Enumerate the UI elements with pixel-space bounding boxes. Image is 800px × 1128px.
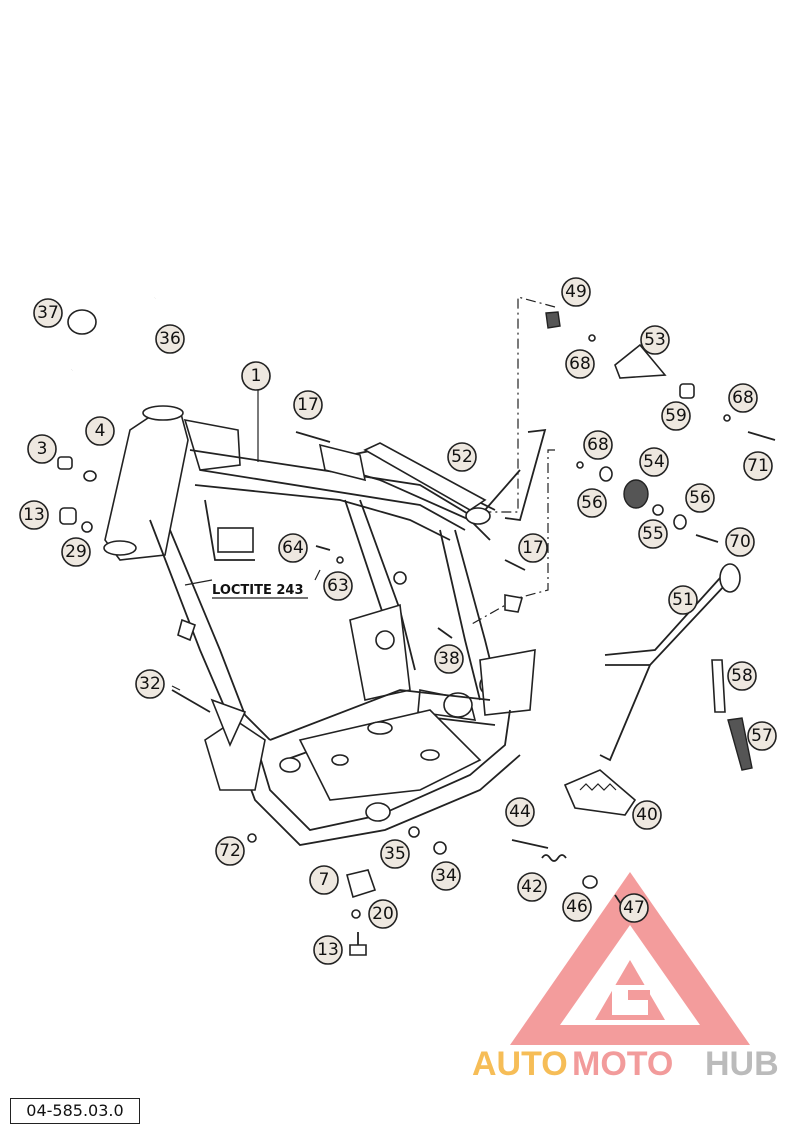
callout-71: 71 xyxy=(743,451,773,481)
callout-40: 40 xyxy=(632,800,662,830)
callout-13-b: 13 xyxy=(313,935,343,965)
svg-text:70: 70 xyxy=(729,532,751,552)
callout-20: 20 xyxy=(368,899,398,929)
motorcycle-frame xyxy=(103,405,536,846)
svg-text:57: 57 xyxy=(751,726,773,746)
callout-52: 52 xyxy=(447,442,477,472)
callout-53: 53 xyxy=(640,325,670,355)
callout-46: 46 xyxy=(562,892,592,922)
svg-text:59: 59 xyxy=(665,406,687,426)
callout-56-a: 56 xyxy=(577,488,607,518)
svg-text:7: 7 xyxy=(319,870,330,890)
callout-63: 63 xyxy=(323,571,353,601)
svg-text:72: 72 xyxy=(219,841,241,861)
svg-text:1: 1 xyxy=(251,366,262,386)
callout-72: 72 xyxy=(215,836,245,866)
svg-text:AUTO: AUTO xyxy=(472,1045,568,1083)
callout-34: 34 xyxy=(431,861,461,891)
callout-36: 36 xyxy=(155,324,185,354)
svg-text:49: 49 xyxy=(565,282,587,302)
svg-text:56: 56 xyxy=(689,488,711,508)
svg-text:42: 42 xyxy=(521,877,543,897)
svg-text:4: 4 xyxy=(95,421,106,441)
callout-37: 37 xyxy=(33,298,63,328)
callout-70: 70 xyxy=(725,527,755,557)
svg-text:53: 53 xyxy=(644,330,666,350)
watermark-logo xyxy=(510,872,750,1045)
callout-68-c: 68 xyxy=(583,430,613,460)
callout-13-a: 13 xyxy=(19,500,49,530)
callout-58: 58 xyxy=(727,661,757,691)
svg-text:56: 56 xyxy=(581,493,603,513)
svg-text:55: 55 xyxy=(642,524,664,544)
svg-text:68: 68 xyxy=(732,388,754,408)
svg-text:40: 40 xyxy=(636,805,658,825)
callout-44: 44 xyxy=(505,797,535,827)
callout-38: 38 xyxy=(434,644,464,674)
svg-text:44: 44 xyxy=(509,802,531,822)
callout-55: 55 xyxy=(638,519,668,549)
svg-text:HUB: HUB xyxy=(705,1045,779,1083)
svg-text:3: 3 xyxy=(37,439,48,459)
callout-1: 1 xyxy=(241,361,271,391)
svg-text:47: 47 xyxy=(623,898,645,918)
watermark-text: AUTO MOTO HUB xyxy=(472,1045,779,1083)
svg-text:64: 64 xyxy=(282,538,304,558)
callout-29: 29 xyxy=(61,537,91,567)
callout-56-b: 56 xyxy=(685,483,715,513)
svg-text:46: 46 xyxy=(566,897,588,917)
svg-text:13: 13 xyxy=(317,940,339,960)
svg-text:63: 63 xyxy=(327,576,349,596)
document-number: 04-585.03.0 xyxy=(10,1098,140,1124)
callout-57: 57 xyxy=(747,721,777,751)
callout-59: 59 xyxy=(661,401,691,431)
svg-text:32: 32 xyxy=(139,674,161,694)
callout-35: 35 xyxy=(380,839,410,869)
svg-text:51: 51 xyxy=(672,590,694,610)
callout-32: 32 xyxy=(135,669,165,699)
callout-17-a: 17 xyxy=(293,390,323,420)
callout-51: 51 xyxy=(668,585,698,615)
callout-68-b: 68 xyxy=(728,383,758,413)
callout-17-b: 17 xyxy=(518,533,548,563)
svg-text:68: 68 xyxy=(569,354,591,374)
svg-text:36: 36 xyxy=(159,329,181,349)
callout-42: 42 xyxy=(517,872,547,902)
svg-text:35: 35 xyxy=(384,844,406,864)
svg-text:71: 71 xyxy=(747,456,769,476)
callout-47: 47 xyxy=(619,893,649,923)
svg-text:37: 37 xyxy=(37,303,59,323)
dashed-assembly-lines xyxy=(469,296,556,626)
small-parts xyxy=(57,297,776,956)
svg-text:MOTO: MOTO xyxy=(572,1045,673,1083)
callout-4: 4 xyxy=(85,416,115,446)
callout-49: 49 xyxy=(561,277,591,307)
svg-text:54: 54 xyxy=(643,452,665,472)
svg-text:68: 68 xyxy=(587,435,609,455)
callout-3: 3 xyxy=(27,434,57,464)
callout-68-a: 68 xyxy=(565,349,595,379)
callouts: 1 3 4 7 13 13 17 17 20 29 32 34 35 36 37… xyxy=(19,277,777,965)
svg-text:34: 34 xyxy=(435,866,457,886)
svg-text:17: 17 xyxy=(297,395,319,415)
svg-text:20: 20 xyxy=(372,904,394,924)
svg-text:13: 13 xyxy=(23,505,45,525)
svg-text:52: 52 xyxy=(451,447,473,467)
leader-lines xyxy=(171,389,321,691)
callout-64: 64 xyxy=(278,533,308,563)
svg-text:29: 29 xyxy=(65,542,87,562)
svg-text:38: 38 xyxy=(438,649,460,669)
callout-54: 54 xyxy=(639,447,669,477)
svg-text:LOCTITE 243: LOCTITE 243 xyxy=(212,583,304,598)
svg-text:17: 17 xyxy=(522,538,544,558)
loctite-label: LOCTITE 243 xyxy=(212,583,308,599)
callout-7: 7 xyxy=(309,865,339,895)
svg-text:58: 58 xyxy=(731,666,753,686)
